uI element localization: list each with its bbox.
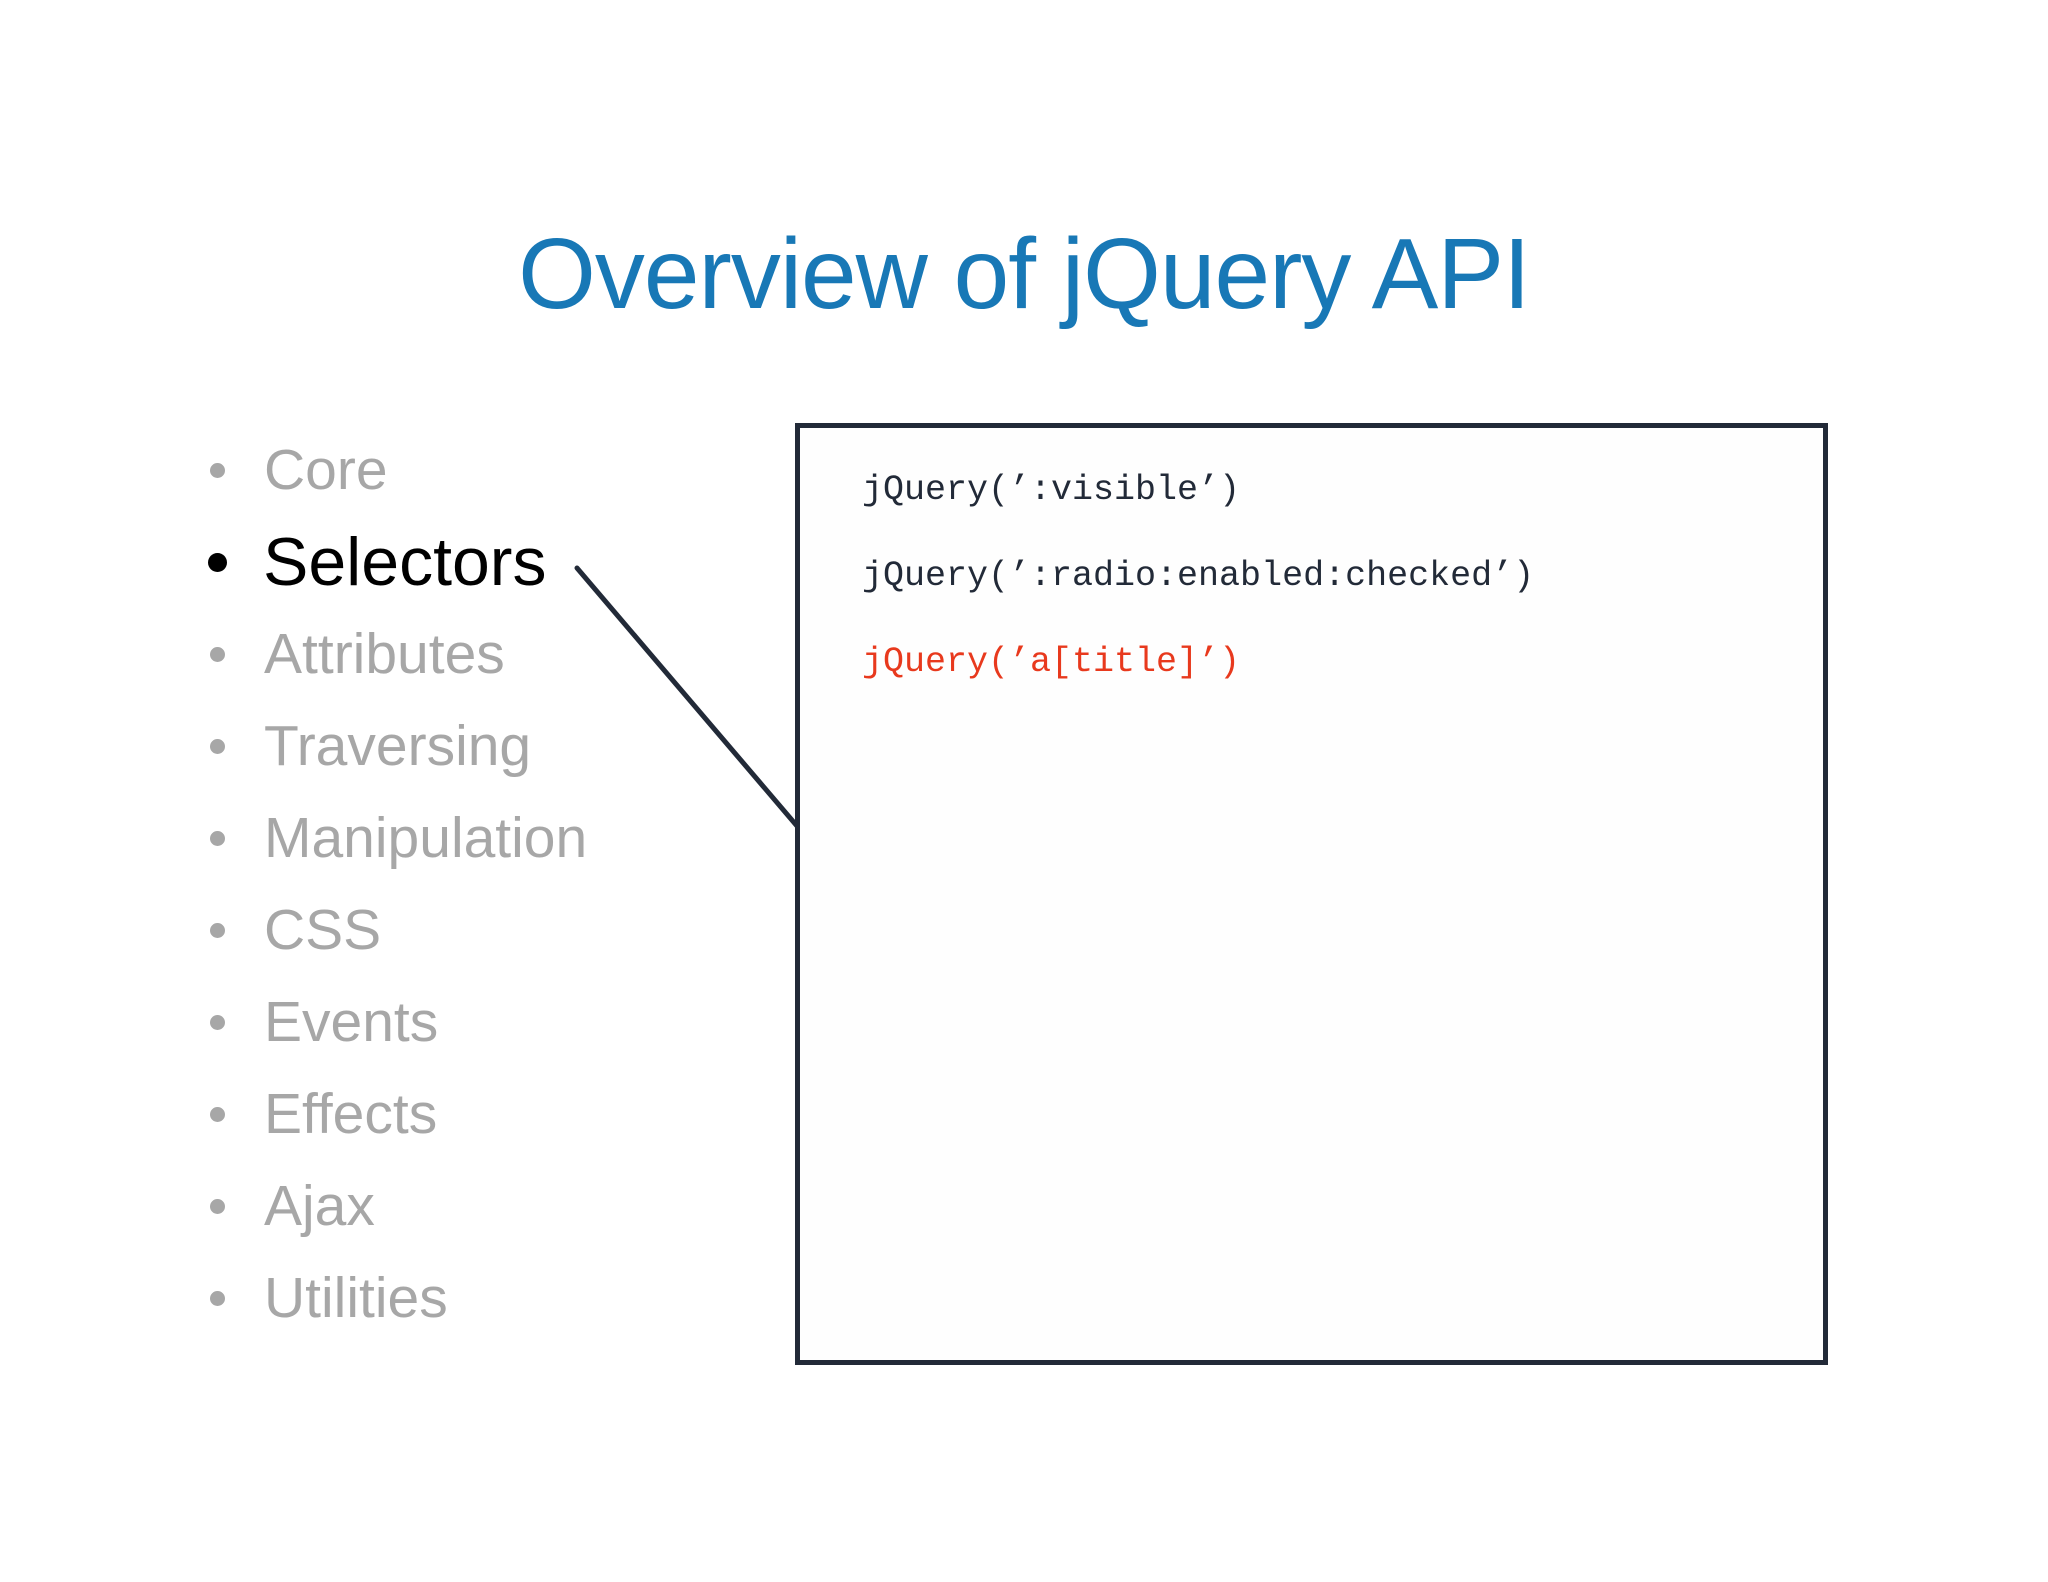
- bullet-icon: [210, 1106, 225, 1122]
- selectors-code-panel: jQuery(’:visible’) jQuery(’:radio:enabled…: [795, 423, 1828, 1365]
- bullet-icon: [210, 462, 225, 478]
- bullet-icon: [210, 830, 225, 846]
- list-item-label: Manipulation: [264, 806, 588, 870]
- list-item-ajax: Ajax: [160, 1160, 587, 1252]
- list-item-events: Events: [160, 976, 587, 1068]
- bullet-icon: [210, 1198, 225, 1214]
- bullet-icon: [210, 922, 225, 938]
- code-line: jQuery(’:radio:enabled:checked’): [862, 556, 1535, 596]
- list-item-attributes: Attributes: [160, 608, 587, 700]
- list-item-label: Ajax: [264, 1174, 375, 1238]
- list-item-label: Selectors: [263, 524, 547, 600]
- list-item-label: Effects: [264, 1082, 438, 1146]
- bullet-icon: [210, 646, 225, 662]
- list-item-effects: Effects: [160, 1068, 587, 1160]
- list-item-label: Traversing: [264, 714, 532, 778]
- list-item-traversing: Traversing: [160, 700, 587, 792]
- list-item-core: Core: [160, 424, 587, 516]
- bullet-icon: [208, 552, 227, 572]
- list-item-css: CSS: [160, 884, 587, 976]
- list-item-manipulation: Manipulation: [160, 792, 587, 884]
- list-item-utilities: Utilities: [160, 1252, 587, 1344]
- bullet-icon: [210, 1290, 225, 1306]
- list-item-label: CSS: [264, 898, 382, 962]
- list-item-selectors: Selectors: [160, 516, 587, 608]
- slide-title: Overview of jQuery API: [518, 218, 1531, 330]
- list-item-label: Attributes: [264, 622, 505, 686]
- list-item-label: Events: [264, 990, 439, 1054]
- list-item-label: Utilities: [264, 1266, 448, 1330]
- code-line: jQuery(’a[title]’): [862, 642, 1241, 682]
- list-item-label: Core: [264, 438, 388, 502]
- bullet-icon: [210, 1014, 225, 1030]
- bullet-icon: [210, 738, 225, 754]
- code-line: jQuery(’:visible’): [862, 470, 1241, 510]
